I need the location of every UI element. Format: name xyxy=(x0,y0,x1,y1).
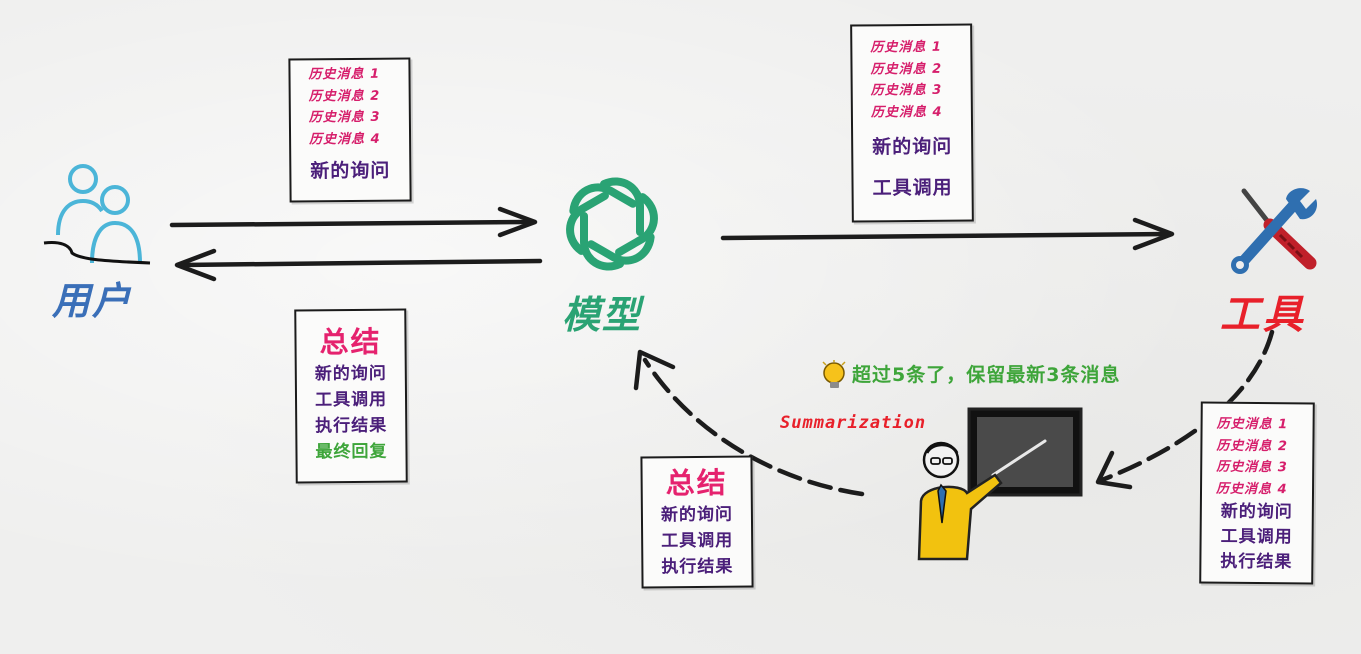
presenter-icon xyxy=(917,407,1083,561)
summary-card-to-model: 总结 新的询问 工具调用 执行结果 xyxy=(640,455,754,589)
history-message: 历史消息 1 xyxy=(1216,416,1289,433)
tool-call: 工具调用 xyxy=(872,176,953,200)
history-message: 历史消息 1 xyxy=(870,39,942,56)
summary-line: 新的询问 xyxy=(314,363,387,385)
arrow-model-to-user xyxy=(179,258,543,268)
history-message: 历史消息 3 xyxy=(870,82,943,99)
summary-line: 新的询问 xyxy=(660,504,734,526)
history-message: 历史消息 1 xyxy=(308,66,381,83)
users-icon xyxy=(43,164,151,265)
execution-result: 执行结果 xyxy=(1220,551,1293,573)
new-query: 新的询问 xyxy=(310,159,391,183)
summary-line: 工具调用 xyxy=(661,530,734,552)
model-label: 模型 xyxy=(562,293,643,337)
note-text: 超过5条了，保留最新3条消息 xyxy=(852,364,1121,386)
history-message: 历史消息 4 xyxy=(1215,481,1288,497)
tools-icon xyxy=(1231,188,1318,274)
summary-line: 执行结果 xyxy=(315,415,388,437)
arrow-model-to-tool xyxy=(720,231,1171,241)
openai-logo-icon xyxy=(566,177,658,271)
summary-line: 执行结果 xyxy=(661,556,734,578)
arrow-user-to-model xyxy=(169,219,533,228)
history-message: 历史消息 3 xyxy=(1216,459,1288,476)
history-message: 历史消息 2 xyxy=(870,61,943,77)
history-message: 历史消息 2 xyxy=(308,88,381,104)
context-card-model-to-tool: 历史消息 1 历史消息 2 历史消息 3 历史消息 4 新的询问 工具调用 xyxy=(850,23,974,223)
history-message: 历史消息 4 xyxy=(309,131,381,147)
summary-card-to-user: 总结 新的询问 工具调用 执行结果 最终回复 xyxy=(294,308,408,484)
lightbulb-icon xyxy=(822,360,846,388)
summary-title: 总结 xyxy=(319,324,382,360)
context-card-tool-to-summarizer: 历史消息 1 历史消息 2 历史消息 3 历史消息 4 新的询问 工具调用 执行… xyxy=(1199,401,1315,585)
tool-call: 工具调用 xyxy=(1220,526,1293,548)
new-query: 新的询问 xyxy=(872,135,953,159)
history-message: 历史消息 2 xyxy=(1216,438,1289,454)
new-query: 新的询问 xyxy=(1220,501,1293,523)
summarization-label: Summarization xyxy=(780,413,927,433)
user-label: 用户 xyxy=(52,279,133,323)
summary-line: 工具调用 xyxy=(314,389,388,411)
tool-label: 工具 xyxy=(1220,292,1306,338)
final-reply: 最终回复 xyxy=(315,441,388,463)
history-message: 历史消息 4 xyxy=(870,104,943,120)
arrow-summarizer-to-model xyxy=(642,357,865,497)
context-card-user-to-model: 历史消息 1 历史消息 2 历史消息 3 历史消息 4 新的询问 xyxy=(288,57,412,203)
summary-title: 总结 xyxy=(665,465,728,501)
history-message: 历史消息 3 xyxy=(308,109,381,126)
